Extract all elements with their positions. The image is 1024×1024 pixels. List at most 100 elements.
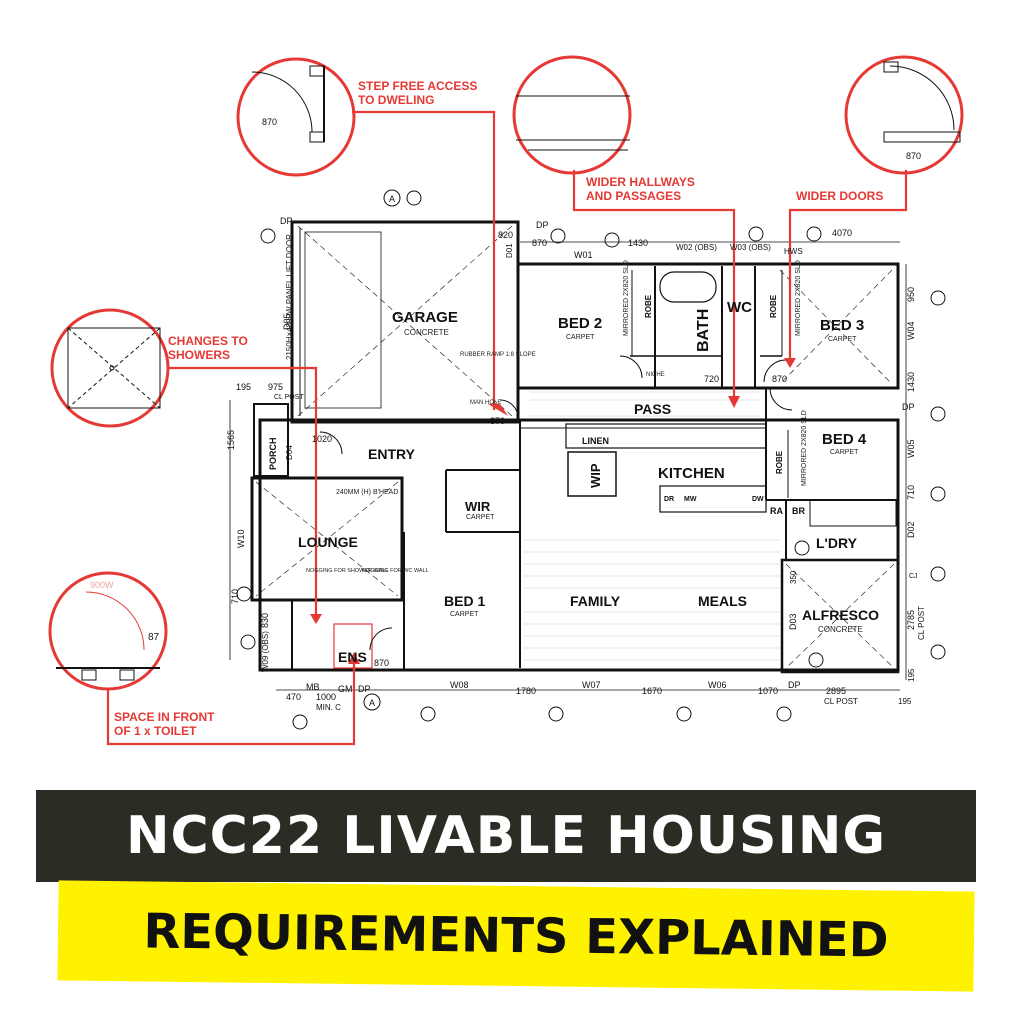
dim-1565: 1565 xyxy=(226,430,236,450)
dim-2895: 2895 xyxy=(826,686,846,696)
title-line2: REQUIREMENTS EXPLAINED xyxy=(143,903,889,969)
room-label-linen: LINEN xyxy=(582,436,609,446)
dim-1430-right: 1430 xyxy=(906,372,916,392)
detail-label: 87 xyxy=(148,632,160,643)
room-sub-bed2: CARPET xyxy=(566,334,595,341)
dim-470: 470 xyxy=(286,692,301,702)
dim-dp-right: DP xyxy=(902,402,915,412)
detail-circle-toilet: 900W 87 xyxy=(48,571,168,691)
dim-w10: W10 xyxy=(236,529,246,548)
dim-830: 830 xyxy=(260,613,270,628)
dim-w09: W09 (OBS) xyxy=(261,631,270,672)
label-ra: RA xyxy=(770,506,783,516)
detail-label: 900W xyxy=(90,580,114,590)
dim-top-4070: 4070 xyxy=(832,228,852,238)
dim-870-ens: 870 xyxy=(374,658,389,668)
label-rubber-ramp: RUBBER RAMP 1:8 SLOPE xyxy=(460,352,536,358)
dim-w05: W05 xyxy=(906,439,916,458)
dim-dp-topright: DP xyxy=(536,220,549,230)
dim-d01: D01 xyxy=(505,243,514,258)
detail-circle-step-free: 870 xyxy=(236,57,356,177)
dim-710-left: 710 xyxy=(230,589,240,604)
dim-195-bottom: 195 xyxy=(898,697,912,706)
dim-1670: 1670 xyxy=(642,686,662,696)
callout-step-free-line2: TO DWELING xyxy=(358,93,434,107)
detail-label: 870 xyxy=(906,151,921,161)
detail-circle-showers xyxy=(50,308,170,428)
label-niche: NICHE xyxy=(646,372,665,378)
room-label-robe-bed4: ROBE xyxy=(775,450,784,474)
dim-1070: 1070 xyxy=(758,686,778,696)
room-label-kitchen: KITCHEN xyxy=(658,465,725,482)
detail-circle-hallways xyxy=(512,55,632,175)
dim-2785: 2785 xyxy=(906,610,916,630)
label-dw: DW xyxy=(752,496,764,503)
room-label-alfresco: ALFRESCO xyxy=(802,607,879,623)
dim-w08: W08 xyxy=(450,680,469,690)
dim-mb: MB xyxy=(306,682,320,692)
room-sub-garage: CONCRETE xyxy=(404,328,449,337)
callout-showers-line2: SHOWERS xyxy=(168,348,230,362)
room-label-robe-bed2: ROBE xyxy=(644,294,653,318)
dim-w03: W03 (OBS) xyxy=(730,243,771,252)
dim-1020: 1020 xyxy=(312,434,332,444)
dim-w04: W04 xyxy=(906,321,916,340)
callout-showers-line1: CHANGES TO xyxy=(168,334,248,348)
label-man-hole: MAN HOLE xyxy=(470,400,501,406)
floor-plan: 870 870 xyxy=(48,55,964,746)
dim-clpost-bottom: CL POST xyxy=(824,697,858,706)
dim-clpost-left: CL POST xyxy=(274,394,304,401)
callout-doors: WIDER DOORS xyxy=(796,189,883,203)
dim-dp-bottom: DP xyxy=(788,680,801,690)
room-sub-bed1: CARPET xyxy=(450,611,479,618)
walls xyxy=(229,220,907,691)
cj-markers xyxy=(236,189,946,730)
room-label-bath: BATH xyxy=(695,309,712,352)
dim-1000: 1000 xyxy=(316,692,336,702)
robe-mirrored-label: MIRRORED 2X820 SLD xyxy=(801,410,808,486)
dim-710-right: 710 xyxy=(906,485,916,500)
dim-870-top: 870 xyxy=(532,238,547,248)
callout-hallways-line1: WIDER HALLWAYS xyxy=(586,175,695,189)
callout-leaders xyxy=(106,110,908,746)
subtitle-banner: REQUIREMENTS EXPLAINED xyxy=(57,880,975,992)
room-label-pass: PASS xyxy=(634,401,671,417)
dim-950: 950 xyxy=(906,287,916,302)
dim-195-left: 195 xyxy=(236,382,251,392)
dim-min: MIN. C xyxy=(316,703,341,712)
detail-label: 870 xyxy=(262,117,277,127)
room-label-robe-bed3: ROBE xyxy=(769,294,778,318)
robe-mirrored-label: MIRRORED 2X820 SLD xyxy=(623,260,630,336)
label-nogging-wc: NOGGING FOR WC WALL xyxy=(362,568,429,574)
room-sub-wir: CARPET xyxy=(466,514,495,521)
title-line1: NCC22 LIVABLE HOUSING xyxy=(125,806,887,866)
room-label-family: FAMILY xyxy=(570,593,621,609)
callout-toilet-line1: SPACE IN FRONT xyxy=(114,710,215,724)
room-label-ens: ENS xyxy=(338,649,367,665)
label-bhead-entry: 240MM (H) B'HEAD xyxy=(336,489,398,496)
dim-w01: W01 xyxy=(574,250,593,260)
dimension-labels: 1430 4070 W01 W02 (OBS) W03 (OBS) HWS 82… xyxy=(226,194,926,712)
room-label-bed3: BED 3 xyxy=(820,317,864,334)
dim-195-right: 195 xyxy=(907,668,916,682)
room-sub-alfresco: CONCRETE xyxy=(818,625,863,634)
dim-dp-topleft: DP xyxy=(280,216,293,226)
detail-circle-doors: 870 xyxy=(844,55,964,175)
room-label-bed4: BED 4 xyxy=(822,431,867,448)
dim-d03: D03 xyxy=(788,613,798,630)
dim-hws: HWS xyxy=(784,247,803,256)
room-label-bed2: BED 2 xyxy=(558,315,602,332)
room-label-meals: MEALS xyxy=(698,593,747,609)
room-label-bed1: BED 1 xyxy=(444,593,485,609)
room-label-wc: WC xyxy=(727,299,752,316)
dim-w07: W07 xyxy=(582,680,601,690)
dim-870-bed3: 870 xyxy=(772,374,787,384)
dim-975: 975 xyxy=(268,382,283,392)
dim-gm: GM xyxy=(338,684,353,694)
marker-a-bottom: A xyxy=(369,698,375,708)
dim-350: 350 xyxy=(789,570,798,584)
room-sub-bed3: CARPET xyxy=(828,336,857,343)
callout-hallways-line2: AND PASSAGES xyxy=(586,189,681,203)
room-label-ldry: L'DRY xyxy=(816,535,858,551)
dim-d05: D05 xyxy=(282,313,292,330)
